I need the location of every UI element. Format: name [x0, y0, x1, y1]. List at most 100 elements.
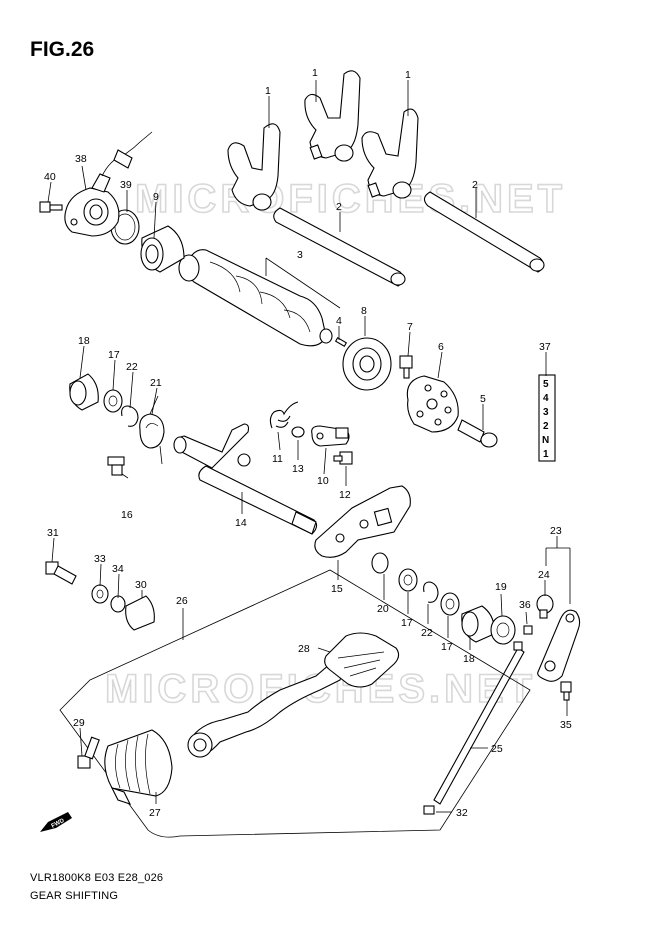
callout-39: 39	[120, 179, 132, 191]
footpeg-rubber	[104, 729, 173, 805]
callout-10: 10	[317, 475, 329, 487]
callout-8: 8	[361, 305, 367, 317]
callout-11: 11	[272, 453, 283, 465]
callout-9: 9	[153, 191, 159, 203]
callout-7: 7	[407, 321, 413, 333]
callout-3: 3	[297, 249, 303, 261]
shift-arm-plate	[311, 425, 350, 447]
callout-27: 27	[149, 807, 161, 819]
shift-drum	[178, 249, 333, 347]
callout-19: 19	[495, 581, 507, 593]
washer-34	[110, 595, 126, 613]
shift-fork-middle	[304, 70, 361, 162]
switch-bolt	[39, 201, 63, 213]
gear-pos-5: 5	[543, 379, 549, 390]
model-code: VLR1800K8 E03 E28_026	[30, 872, 164, 884]
callout-14: 14	[235, 517, 247, 529]
callout-25: 25	[491, 743, 503, 755]
callout-16: 16	[121, 509, 133, 521]
cam-stopper-plate	[406, 375, 459, 433]
callout-21: 21	[150, 377, 162, 389]
gearshift-arm	[314, 485, 411, 558]
gear-pos-4: 4	[543, 393, 549, 404]
circlip-20	[371, 552, 389, 574]
callout-40: 40	[44, 171, 56, 183]
rod-end-nut	[423, 805, 435, 815]
lever-bolt-24	[536, 594, 554, 619]
gear-position-switch	[64, 131, 153, 237]
callout-labels: 1 1 1 2 2 3 4 5 6 7 8 9 10 11 12 13 14 1…	[44, 67, 572, 819]
callout-1-middle: 1	[312, 67, 318, 79]
callout-22-right: 22	[421, 627, 433, 639]
callout-34: 34	[112, 563, 124, 575]
stopper-pin	[457, 419, 498, 448]
gearshift-lever	[537, 609, 581, 682]
callout-17-middle: 17	[401, 617, 413, 629]
callout-1-left: 1	[265, 85, 271, 97]
callout-32: 32	[456, 807, 468, 819]
shift-link-rod	[433, 641, 525, 805]
pedal-assembly-frame	[59, 569, 531, 838]
washer-33	[91, 584, 109, 604]
stopper-bolt	[399, 355, 413, 379]
oil-seal	[490, 615, 516, 645]
callout-28: 28	[298, 643, 310, 655]
return-spring	[139, 395, 165, 465]
callout-15: 15	[331, 583, 343, 595]
callout-13: 13	[292, 463, 304, 475]
shift-shaft-bearing-right	[461, 605, 495, 643]
forward-direction-icon: FWD	[40, 812, 72, 832]
circlip-left	[121, 405, 139, 427]
washer-17-a	[398, 568, 418, 592]
drum-pin	[334, 337, 348, 347]
callout-23: 23	[550, 525, 562, 537]
gear-position-indicator: 5 4 3 2 N 1	[538, 374, 556, 462]
callout-17-left: 17	[108, 349, 120, 361]
callout-33: 33	[94, 553, 106, 565]
callout-17-right: 17	[441, 641, 453, 653]
callout-30: 30	[135, 579, 147, 591]
callout-38: 38	[75, 153, 87, 165]
gearshift-pedal	[187, 662, 345, 758]
circlip-22	[423, 581, 439, 603]
callout-20: 20	[377, 603, 389, 615]
fork-shaft-upper	[423, 191, 545, 273]
diagram-caption: GEAR SHIFTING	[30, 890, 119, 902]
callout-36: 36	[519, 599, 531, 611]
callout-2-upper: 2	[472, 179, 478, 191]
callout-2-lower: 2	[336, 201, 342, 213]
callout-31: 31	[47, 527, 59, 539]
gear-pos-3: 3	[543, 407, 549, 418]
arm-spring	[269, 401, 299, 429]
spacer-30	[125, 595, 155, 631]
gear-pos-n: N	[542, 435, 549, 446]
callout-4: 4	[336, 315, 342, 327]
callout-26: 26	[176, 595, 188, 607]
callout-24: 24	[538, 569, 550, 581]
pivot-bolt-31	[45, 561, 77, 585]
spring-stopper-bolt	[107, 456, 125, 476]
watermark-top: MICROFICHES.NET	[135, 177, 566, 221]
fork-shaft-lower	[273, 207, 406, 287]
spring-washer	[291, 426, 305, 438]
shift-shaft-bearing-left	[69, 373, 99, 411]
callout-18-right: 18	[463, 653, 475, 665]
drum-bearing-right	[342, 337, 392, 391]
callout-12: 12	[339, 489, 351, 501]
callout-35: 35	[560, 719, 572, 731]
washer-left	[103, 389, 123, 413]
figure-title: FIG.26	[30, 38, 95, 61]
callout-29: 29	[73, 717, 85, 729]
footpeg-bolt	[77, 736, 100, 769]
leader-lines	[47, 80, 571, 813]
callout-5: 5	[480, 393, 486, 405]
shift-fork-left	[227, 123, 281, 211]
nut-36	[523, 625, 533, 635]
drum-bearing-left	[140, 225, 185, 273]
callout-18-left: 18	[78, 335, 90, 347]
pedal-rubber-pad	[324, 632, 400, 688]
lever-bolt-35	[560, 681, 572, 701]
callout-1-right: 1	[405, 69, 411, 81]
gear-pos-2: 2	[543, 421, 549, 432]
